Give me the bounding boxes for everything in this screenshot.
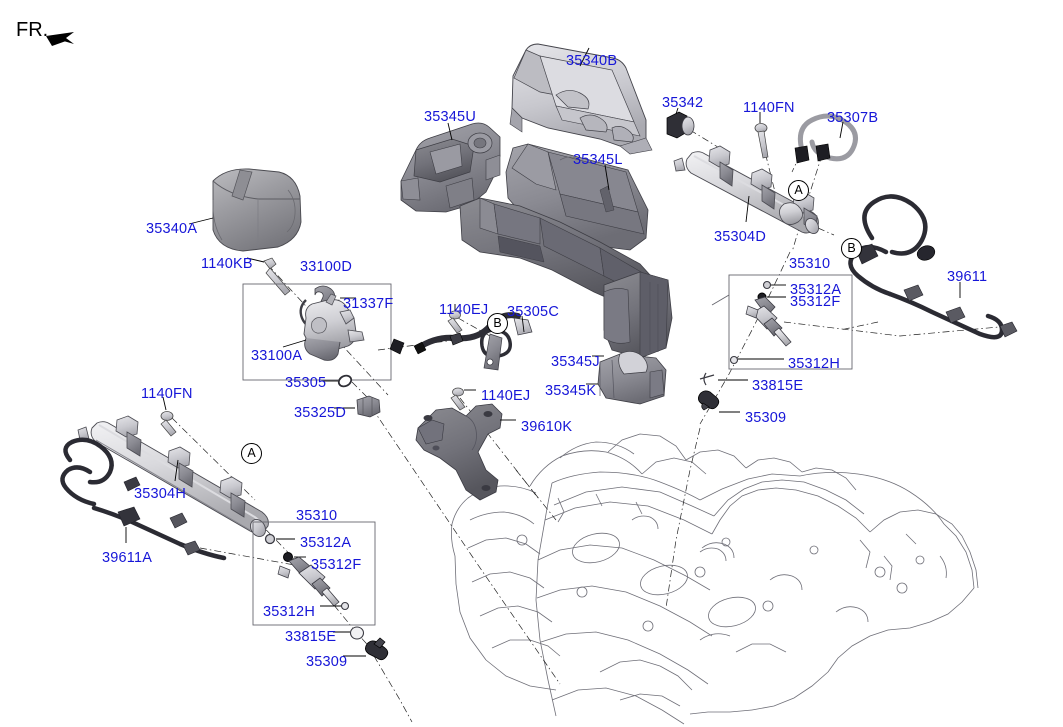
part-label-35345L: 35345L: [573, 152, 623, 168]
part-35345J-insulator: [592, 271, 673, 359]
part-35309-clip-right: [698, 390, 740, 413]
part-label-35305: 35305: [285, 375, 327, 391]
part-label-39611: 39611: [947, 269, 988, 285]
part-35325D-damper: [334, 395, 381, 418]
part-35312F-oring-left: [283, 552, 306, 562]
part-label-35309-right: 35309: [745, 410, 787, 426]
part-label-35309-left: 35309: [306, 654, 348, 670]
part-1140EJ-top-bolt: [447, 304, 463, 334]
part-1140EJ-bottom-bolt: [450, 387, 476, 411]
part-39611A-connectors: [117, 476, 201, 556]
part-label-35340B: 35340B: [566, 53, 618, 69]
part-label-1140EJ-bottom: 1140EJ: [481, 388, 531, 404]
detail-box-pump: [242, 283, 392, 381]
detail-box-injector-right: [711, 274, 853, 370]
part-1140KB-bolt: [246, 257, 291, 296]
callout-marker-b-mid: B: [487, 313, 508, 334]
part-label-35310-left: 35310: [296, 508, 338, 524]
part-label-31337F: 31337F: [343, 296, 394, 312]
part-35345L-insulator: [459, 143, 661, 309]
part-label-35312A-right: 35312A: [790, 282, 842, 298]
part-label-35345K: 35345K: [545, 383, 597, 399]
part-39611-connectors: [855, 243, 1018, 338]
part-1140FN-top-bolt: [754, 112, 769, 159]
part-35345U-insulator: [400, 122, 501, 213]
part-label-1140KB: 1140KB: [201, 256, 253, 272]
part-label-35325D: 35325D: [294, 405, 346, 421]
callout-marker-a-top: A: [788, 180, 809, 201]
part-35307B-hose: [794, 113, 858, 164]
part-label-35304H: 35304H: [134, 486, 186, 502]
part-39611A-harness: [60, 437, 227, 561]
part-label-35345J: 35345J: [551, 354, 600, 370]
part-35305-oring: [322, 374, 353, 388]
detail-box-injector-left: [252, 521, 376, 626]
part-label-39610K: 39610K: [521, 419, 573, 435]
part-label-33100A: 33100A: [251, 348, 303, 364]
part-label-33815E-right: 33815E: [752, 378, 804, 394]
part-label-35342: 35342: [662, 95, 704, 111]
part-label-35305C: 35305C: [507, 304, 559, 320]
part-label-1140FN-left: 1140FN: [141, 386, 193, 402]
part-35310-injector-right: [745, 296, 792, 347]
part-label-35312H-left: 35312H: [263, 604, 315, 620]
part-label-35340A: 35340A: [146, 221, 198, 237]
part-35304D-fuel-rail: [673, 145, 820, 234]
part-39610K-bracket: [415, 403, 516, 501]
part-35345K-insulator: [586, 351, 667, 405]
part-label-39611A: 39611A: [102, 550, 153, 566]
part-35342-plug: [666, 107, 695, 139]
part-label-1140FN-top: 1140FN: [743, 100, 795, 116]
part-label-35312F-right: 35312F: [790, 294, 841, 310]
part-35312H-oring-left: [320, 601, 350, 611]
part-label-1140EJ-top: 1140EJ: [439, 302, 489, 318]
part-33815E-seal-right: [699, 372, 748, 386]
part-35309-clip-left: [343, 637, 389, 661]
part-label-35312F-left: 35312F: [311, 557, 362, 573]
callout-marker-b-top: B: [841, 238, 862, 259]
part-label-35310-right: 35310: [789, 256, 831, 272]
part-35305C-hose: [389, 312, 533, 371]
engine-block-outline: [451, 433, 979, 725]
front-arrow-icon: [46, 32, 74, 46]
part-35304H-fuel-rail: [77, 415, 269, 537]
part-label-35312H-right: 35312H: [788, 356, 840, 372]
part-label-35304D: 35304D: [714, 229, 766, 245]
front-orientation-label: FR.: [16, 19, 49, 41]
part-label-33100D: 33100D: [300, 259, 352, 275]
part-35312A-oring-left: [264, 533, 295, 545]
part-1140FN-left-bolt: [160, 396, 177, 437]
part-35340A-cap: [188, 168, 302, 252]
part-label-33815E-left: 33815E: [285, 629, 337, 645]
part-label-35345U: 35345U: [424, 109, 476, 125]
part-39611-harness: [848, 194, 1005, 340]
part-33100A-pump: [282, 293, 365, 361]
callout-marker-a-bottom: A: [241, 443, 262, 464]
part-label-35312A-left: 35312A: [300, 535, 352, 551]
part-label-35307B: 35307B: [827, 110, 879, 126]
part-35340B-cover: [509, 43, 653, 155]
part-35312H-oring-right: [729, 355, 784, 365]
part-33815E-seal-left: [333, 626, 365, 640]
part-35310-injector-left: [277, 556, 340, 607]
part-35312A-oring-right: [762, 280, 786, 290]
